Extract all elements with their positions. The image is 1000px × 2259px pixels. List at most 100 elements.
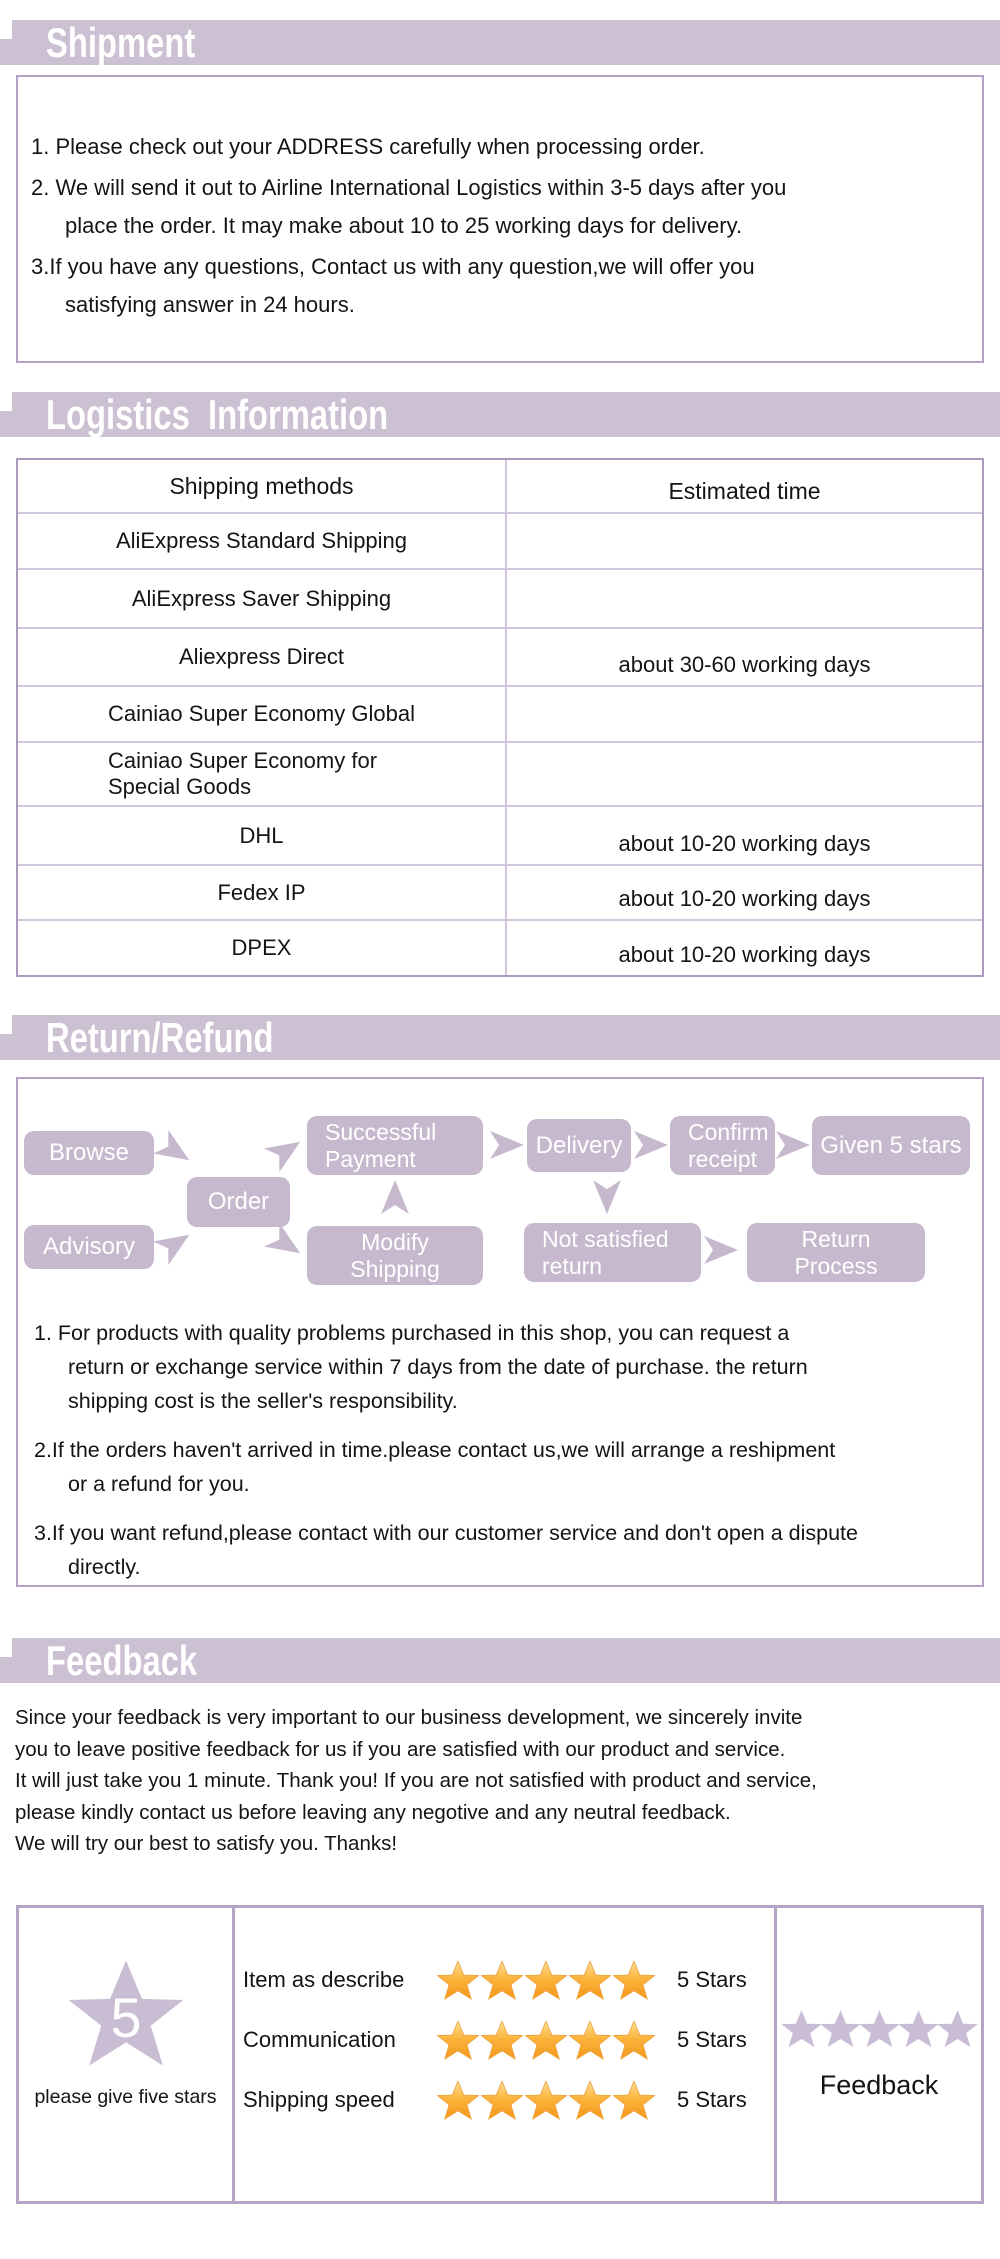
- big-five-star-icon: 5: [68, 1959, 183, 2065]
- estimated-time-cell: [507, 514, 982, 568]
- return-refund-panel: Browse Advisory Order Successful Payment…: [16, 1077, 984, 1587]
- purple-star-icon: [781, 2009, 822, 2048]
- shipping-method-cell: Cainiao Super Economy Global: [18, 687, 507, 741]
- gold-star-icon: [569, 2080, 611, 2120]
- flow-arrow-down-icon: [593, 1180, 621, 1214]
- gold-star-icon: [437, 2080, 479, 2120]
- feedback-section-title: Feedback: [46, 1637, 198, 1684]
- shipping-method-cell: DPEX: [18, 921, 507, 975]
- shipment-section-title: Shipment: [46, 19, 196, 66]
- gold-star-icon: [613, 2020, 655, 2060]
- flow-node-browse: Browse: [24, 1131, 154, 1175]
- flow-node-delivery: Delivery: [527, 1119, 631, 1172]
- logistics-row: Cainiao Super Economy Global: [18, 685, 982, 741]
- estimated-time-cell: [507, 687, 982, 741]
- flow-arrow-icon: [704, 1236, 738, 1264]
- logistics-table: Shipping methods Estimated time AliExpre…: [16, 458, 984, 977]
- rating-row-shipping-speed: Shipping speed 5 Stars: [243, 2078, 774, 2122]
- logistics-row: DHL about 10-20 working days: [18, 805, 982, 864]
- estimated-time-cell: about 30-60 working days: [618, 652, 871, 677]
- shipment-note-1: 1. Please check out your ADDRESS careful…: [31, 134, 705, 159]
- gold-stars: [437, 1960, 655, 2000]
- gold-star-icon: [613, 1960, 655, 2000]
- estimated-time-cell: about 10-20 working days: [618, 942, 871, 967]
- flow-node-confirm-receipt: Confirm receipt: [670, 1116, 775, 1175]
- shipment-notes-list: 1. Please check out your ADDRESS careful…: [18, 77, 982, 324]
- flow-arrow-icon: [153, 1130, 197, 1172]
- estimated-time-cell: [507, 743, 982, 805]
- rating-label: Communication: [243, 2027, 396, 2052]
- gold-star-icon: [525, 1960, 567, 2000]
- flow-node-return-process: Return Process: [747, 1223, 925, 1282]
- shipping-method-cell: Fedex IP: [18, 866, 507, 919]
- shipping-method-cell: DHL: [18, 807, 507, 864]
- estimated-time-cell: about 10-20 working days: [618, 831, 871, 856]
- purple-star-icon: [898, 2009, 939, 2048]
- gold-stars: [437, 2080, 655, 2120]
- flow-node-modify-shipping: Modify Shipping: [307, 1226, 483, 1285]
- flow-arrow-icon: [490, 1131, 524, 1159]
- shipping-method-cell: Aliexpress Direct: [18, 629, 507, 685]
- flow-arrow-icon: [264, 1130, 308, 1172]
- purple-stars: [782, 2009, 977, 2048]
- shipping-method-cell: Cainiao Super Economy for Special Goods: [18, 743, 507, 805]
- logistics-row: Aliexpress Direct about 30-60 working da…: [18, 627, 982, 685]
- flow-node-given-5-stars: Given 5 stars: [812, 1116, 970, 1175]
- return-refund-notes-list: 1. For products with quality problems pu…: [18, 1316, 982, 1599]
- logistics-row: Cainiao Super Economy for Special Goods: [18, 741, 982, 805]
- rating-row-communication: Communication 5 Stars: [243, 2018, 774, 2062]
- feedback-section-bar: Feedback: [0, 1638, 1000, 1683]
- five-stars-caption: please give five stars: [34, 2085, 217, 2108]
- rating-value: 5 Stars: [677, 1967, 747, 1992]
- flow-arrow-icon: [153, 1223, 197, 1265]
- feedback-stars-cell: Feedback: [777, 1908, 981, 2201]
- logistics-row: Fedex IP about 10-20 working days: [18, 864, 982, 919]
- logistics-row: AliExpress Standard Shipping: [18, 512, 982, 568]
- logistics-header-row: Shipping methods Estimated time: [18, 460, 982, 512]
- gold-stars: [437, 2020, 655, 2060]
- shipping-method-cell: AliExpress Saver Shipping: [18, 570, 507, 627]
- return-note-2: 2.If the orders haven't arrived in time.…: [34, 1438, 836, 1496]
- rating-label: Shipping speed: [243, 2087, 395, 2112]
- flow-node-not-satisfied-return: Not satisfied return: [524, 1223, 701, 1282]
- logistics-row: AliExpress Saver Shipping: [18, 568, 982, 627]
- feedback-word: Feedback: [819, 2069, 939, 2100]
- gold-star-icon: [481, 2020, 523, 2060]
- rating-row-item-as-describe: Item as describe 5 Stars: [243, 1958, 774, 2002]
- feedback-table: 5 please give five stars Item as describ…: [16, 1905, 984, 2204]
- logistics-section-title: Logistics Information: [46, 391, 389, 438]
- shipment-panel: 1. Please check out your ADDRESS careful…: [16, 75, 984, 363]
- logistics-row: DPEX about 10-20 working days: [18, 919, 982, 975]
- logistics-section-bar: Logistics Information: [0, 392, 1000, 437]
- return-refund-section-bar: Return/Refund: [0, 1015, 1000, 1060]
- estimated-time-cell: [507, 570, 982, 627]
- flow-arrow-icon: [776, 1131, 810, 1159]
- five-stars-cell: 5 please give five stars: [19, 1908, 235, 2201]
- estimated-time-cell: about 10-20 working days: [618, 886, 871, 911]
- flow-arrow-icon: [264, 1223, 308, 1265]
- return-note-3: 3.If you want refund,please contact with…: [34, 1521, 858, 1579]
- purple-star-icon: [859, 2009, 900, 2048]
- flow-arrow-up-icon: [381, 1180, 409, 1214]
- estimated-time-header: Estimated time: [668, 477, 821, 504]
- big-star-number: 5: [110, 1986, 141, 2048]
- rating-value: 5 Stars: [677, 2027, 747, 2052]
- shipping-method-cell: AliExpress Standard Shipping: [18, 514, 507, 568]
- gold-star-icon: [569, 1960, 611, 2000]
- flow-arrow-icon: [634, 1131, 668, 1159]
- shipping-methods-header: Shipping methods: [18, 460, 507, 512]
- gold-star-icon: [613, 2080, 655, 2120]
- gold-star-icon: [481, 1960, 523, 2000]
- rating-label: Item as describe: [243, 1967, 405, 1992]
- purple-star-icon: [937, 2009, 978, 2048]
- gold-star-icon: [481, 2080, 523, 2120]
- shipment-section-bar: Shipment: [0, 20, 1000, 65]
- gold-star-icon: [437, 1960, 479, 2000]
- flow-node-advisory: Advisory: [24, 1225, 154, 1269]
- flow-node-order: Order: [187, 1177, 290, 1227]
- shipment-note-2: 2. We will send it out to Airline Intern…: [31, 175, 787, 238]
- rating-rows-cell: Item as describe 5 Stars Communication: [235, 1908, 777, 2201]
- flow-node-successful-payment: Successful Payment: [307, 1116, 483, 1175]
- return-refund-section-title: Return/Refund: [46, 1014, 274, 1061]
